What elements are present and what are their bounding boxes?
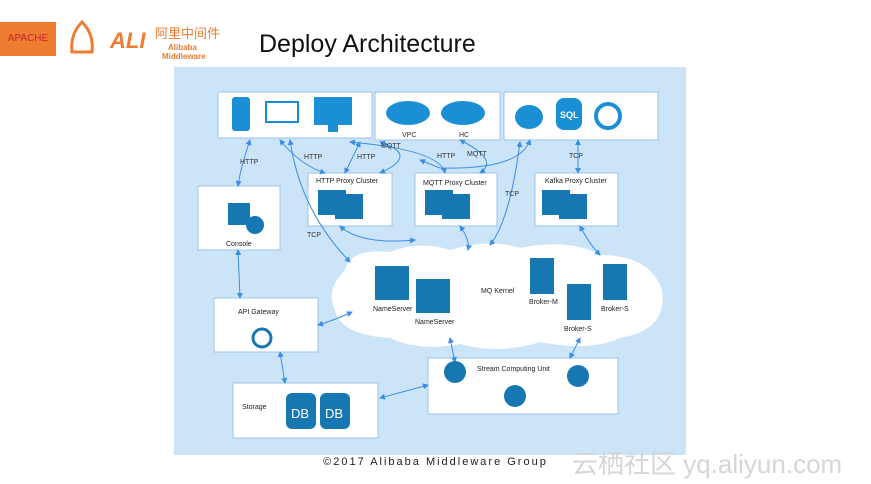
broker-s-icon-2 bbox=[603, 264, 627, 300]
vpc-label: VPC bbox=[402, 132, 416, 139]
alibaba-cn: 阿里中间件 bbox=[155, 26, 220, 41]
gear-icon-3 bbox=[504, 385, 526, 407]
watermark: 云栖社区 yq.aliyun.com bbox=[572, 449, 843, 479]
nameserver-icon-2 bbox=[416, 279, 450, 313]
device-icons bbox=[232, 97, 622, 132]
apache-logo: APACHE bbox=[0, 22, 56, 56]
api-gateway-label: API Gateway bbox=[238, 309, 279, 316]
edge-tcp-1: TCP bbox=[569, 153, 583, 160]
nameserver-icon-1 bbox=[375, 266, 409, 300]
mqtt-proxy-label: MQTT Proxy Cluster bbox=[423, 180, 487, 187]
cloud-icon-2 bbox=[441, 101, 485, 125]
edge-labels: HTTP HTTP HTTP MQTT HTTP MQTT TCP TCP TC… bbox=[240, 143, 583, 239]
alinw-logo: ALI bbox=[109, 28, 146, 53]
edge-http-2: HTTP bbox=[304, 154, 323, 161]
storage-label: Storage bbox=[242, 404, 267, 411]
page-title: Deploy Architecture bbox=[259, 30, 476, 58]
gear-icon-2 bbox=[567, 365, 589, 387]
cloud-icon bbox=[386, 101, 430, 125]
monitor-icon bbox=[314, 97, 352, 125]
edge-tcp-2: TCP bbox=[505, 191, 519, 198]
laptop-icon bbox=[265, 101, 299, 123]
mq-kernel-label: MQ Kernel bbox=[481, 288, 515, 295]
edge-http-1: HTTP bbox=[240, 159, 259, 166]
stream-label: Stream Computing Unit bbox=[477, 366, 550, 373]
nameserver-label-1: NameServer bbox=[373, 306, 413, 313]
http-proxy-label: HTTP Proxy Cluster bbox=[316, 178, 379, 185]
broker-s-label-1: Broker-S bbox=[564, 326, 592, 333]
db-icon-2 bbox=[320, 393, 350, 429]
graph-icon bbox=[594, 102, 622, 130]
hadoop-icon bbox=[515, 105, 543, 129]
middleware-en: Middleware bbox=[162, 52, 206, 61]
console-icon bbox=[228, 203, 250, 225]
hc-label: HC bbox=[459, 132, 469, 139]
phone-icon bbox=[232, 97, 250, 131]
edge-mqtt-2: MQTT bbox=[467, 151, 488, 158]
nameserver-label-2: NameServer bbox=[415, 319, 455, 326]
rocket-icon bbox=[70, 19, 94, 54]
mq-cloud bbox=[331, 243, 663, 350]
broker-s-label-2: Broker-S bbox=[601, 306, 629, 313]
logos: ALI 阿里中间件 Alibaba Middleware bbox=[70, 19, 220, 61]
edge-http-4: HTTP bbox=[437, 153, 456, 160]
edge-http-3: HTTP bbox=[357, 154, 376, 161]
edge-mqtt-1: MQTT bbox=[381, 143, 402, 150]
db-label-1: DB bbox=[291, 406, 309, 421]
api-gateway-icon bbox=[251, 327, 273, 349]
broker-m-icon bbox=[530, 258, 554, 294]
console-label: Console bbox=[226, 241, 252, 248]
broker-m-label: Broker-M bbox=[529, 299, 558, 306]
kafka-proxy-label: Kafka Proxy Cluster bbox=[545, 178, 608, 185]
api-gateway-box bbox=[213, 297, 319, 353]
sql-label: SQL bbox=[560, 110, 579, 120]
edge-tcp-3: TCP bbox=[307, 232, 321, 239]
db-icon-1 bbox=[286, 393, 316, 429]
gear-icon-1 bbox=[444, 361, 466, 383]
footer: ©2017 Alibaba Middleware Group bbox=[323, 456, 548, 468]
sql-icon bbox=[556, 98, 582, 130]
apache-logo-text: APACHE bbox=[7, 33, 49, 44]
broker-s-icon-1 bbox=[567, 284, 591, 320]
db-label-2: DB bbox=[325, 406, 343, 421]
alibaba-en: Alibaba bbox=[168, 43, 197, 52]
